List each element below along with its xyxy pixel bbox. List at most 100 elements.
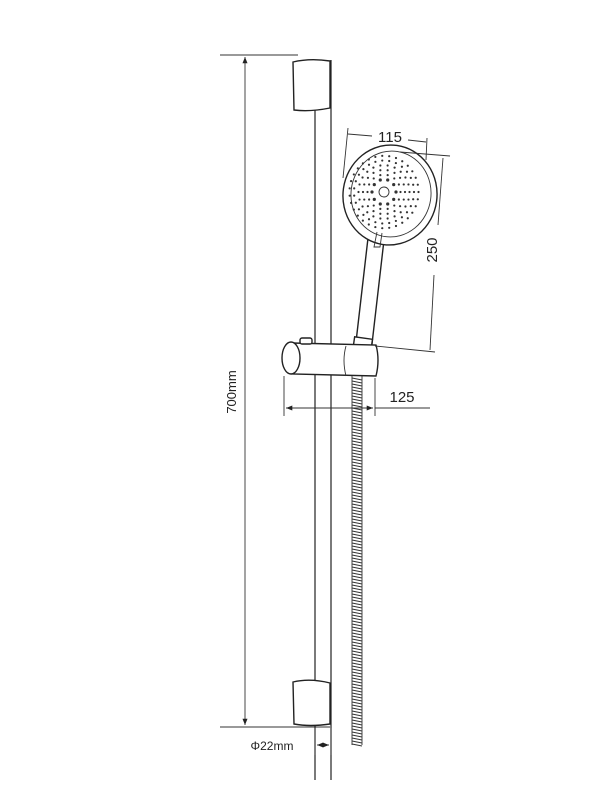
hose-coil <box>351 662 363 666</box>
nozzle <box>361 190 365 194</box>
hose-coil <box>351 434 363 438</box>
nozzle <box>374 155 377 159</box>
hose-coil <box>351 680 363 684</box>
hose-coil <box>351 404 363 408</box>
hose-coil <box>351 494 363 498</box>
hose-coil <box>351 476 363 480</box>
nozzle <box>354 180 357 183</box>
hose-coil <box>351 503 363 507</box>
hose-coil <box>351 605 363 609</box>
hose-coil <box>351 623 363 627</box>
hose-coil <box>351 515 363 519</box>
nozzle <box>366 205 370 208</box>
nozzle <box>379 164 382 167</box>
nozzle <box>416 183 419 186</box>
nozzle <box>397 183 400 186</box>
hose-coil <box>351 497 363 501</box>
hose-coil <box>351 590 363 594</box>
nozzle <box>411 211 414 214</box>
nozzle <box>372 177 375 180</box>
nozzle <box>394 156 398 160</box>
nozzle <box>386 178 390 182</box>
hose-coil <box>351 380 363 384</box>
nozzle <box>366 176 370 179</box>
nozzle <box>366 211 369 214</box>
nozzle <box>386 212 389 215</box>
nozzle <box>372 215 375 218</box>
nozzle <box>394 219 397 223</box>
hose-coil <box>351 713 363 717</box>
hose-coil <box>351 743 363 747</box>
hose-coil <box>351 584 363 588</box>
hose-coil <box>351 482 363 486</box>
nozzle <box>363 198 366 201</box>
nozzle <box>394 224 398 228</box>
nozzle <box>374 160 377 163</box>
hose-coil <box>351 614 363 618</box>
hose-coil <box>351 464 363 468</box>
hose-coil <box>351 530 363 534</box>
hose-coil <box>351 425 363 429</box>
hose-coil <box>351 638 363 642</box>
nozzle <box>379 174 382 177</box>
nozzle <box>400 216 404 219</box>
hose-coil <box>351 467 363 471</box>
hose-coil <box>351 539 363 543</box>
nozzle <box>372 209 375 213</box>
nozzle <box>398 176 402 179</box>
handshower-length-label: 250 <box>424 237 441 262</box>
hose-coil <box>351 440 363 444</box>
nozzle <box>386 169 389 172</box>
hose-coil <box>351 710 363 714</box>
nozzle <box>414 176 417 179</box>
nozzle <box>378 178 382 182</box>
nozzle <box>388 159 391 163</box>
length-label: 700mm <box>224 370 239 413</box>
hose-coil <box>351 461 363 465</box>
nozzle <box>386 174 389 177</box>
hose-coil <box>351 395 363 399</box>
hose-coil <box>351 677 363 681</box>
hose-coil <box>351 473 363 477</box>
hose-coil <box>351 410 363 414</box>
holder-projection-label: 125 <box>389 389 414 406</box>
nozzle <box>392 182 396 187</box>
hose-coil <box>351 458 363 462</box>
nozzle <box>381 227 384 230</box>
rail-diameter-dimension: Φ22mm <box>251 728 332 755</box>
slide-rail <box>314 60 332 780</box>
nozzle <box>367 218 371 221</box>
hose-coil <box>351 500 363 504</box>
hose-coil <box>351 647 363 651</box>
nozzle <box>412 198 415 201</box>
nozzle <box>352 208 355 211</box>
hose-coil <box>351 518 363 522</box>
hose-coil <box>351 632 363 636</box>
hose-coil <box>351 665 363 669</box>
hose-coil <box>351 398 363 402</box>
nozzle <box>363 183 366 186</box>
hose-coil <box>351 608 363 612</box>
handshower-length-dimension: 250 <box>374 151 451 353</box>
nozzle <box>402 198 405 201</box>
nozzle <box>379 169 382 172</box>
head-width-label: 115 <box>378 129 402 146</box>
nozzle <box>353 187 356 190</box>
nozzle <box>409 176 412 179</box>
nozzle <box>411 170 414 173</box>
hose-coil <box>351 566 363 570</box>
hose-coil <box>351 698 363 702</box>
hose-coil <box>351 419 363 423</box>
nozzle <box>367 158 370 161</box>
hose-coil <box>351 428 363 432</box>
nozzle <box>368 183 371 186</box>
nozzle <box>372 182 376 187</box>
nozzle <box>353 194 356 197</box>
hose-coil <box>351 701 363 705</box>
hose-coil <box>351 668 363 672</box>
hose-coil <box>351 533 363 537</box>
rail-diameter-label: Φ22mm <box>251 739 294 753</box>
hose-coil <box>351 416 363 420</box>
nozzle <box>379 217 382 220</box>
